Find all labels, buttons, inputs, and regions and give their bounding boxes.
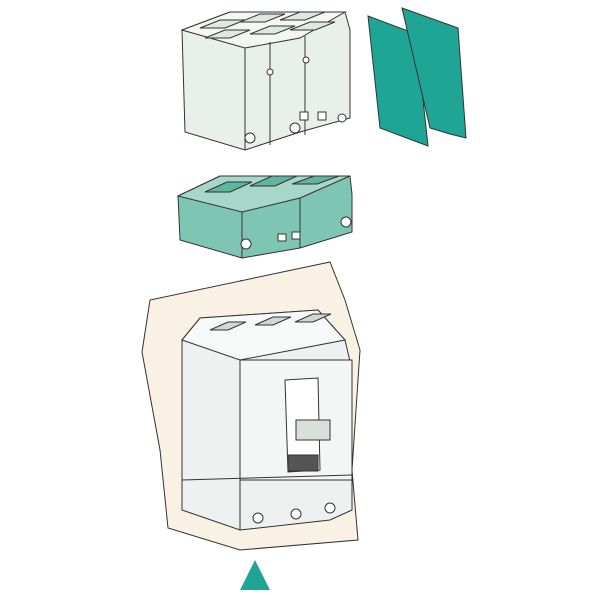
- arrow-up-icon: [240, 560, 270, 590]
- terminal-block: [176, 175, 353, 259]
- circuit-breaker: [181, 309, 353, 531]
- terminal-shield: [180, 11, 351, 151]
- interphase-barriers: [367, 7, 467, 147]
- barrier-right: [401, 7, 467, 139]
